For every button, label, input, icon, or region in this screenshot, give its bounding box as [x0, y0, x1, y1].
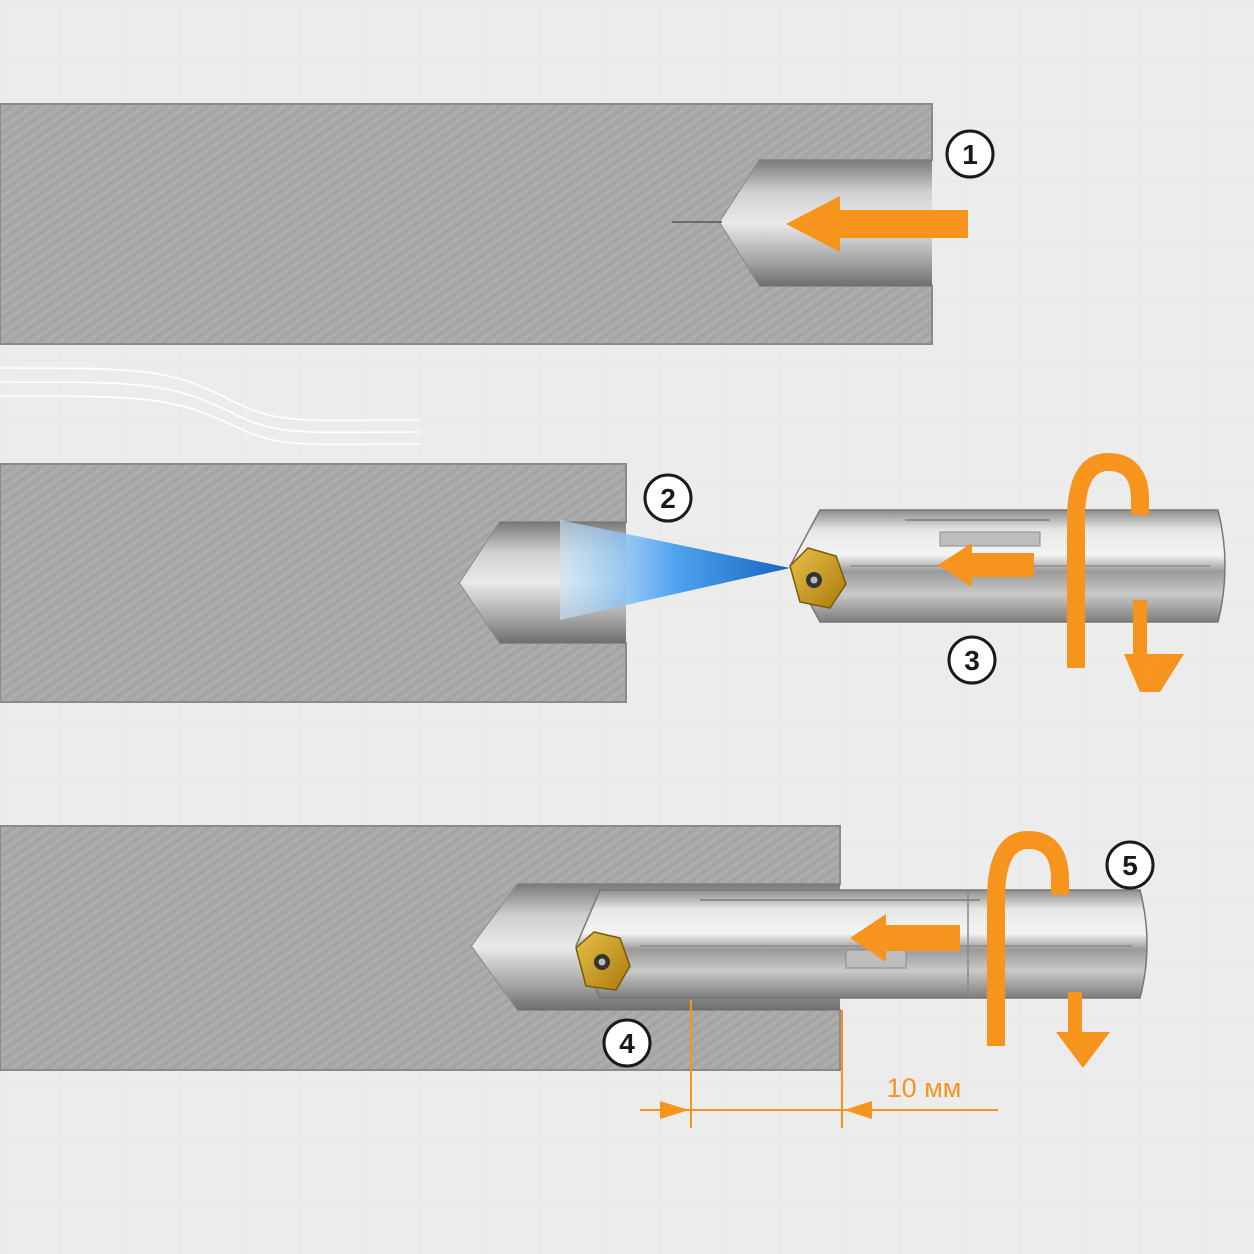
step-badge-5: 5: [1105, 840, 1155, 890]
step-number-1: 1: [962, 139, 978, 170]
dimension-label: 10 мм: [887, 1073, 962, 1103]
step-badge-4: 4: [602, 1018, 652, 1068]
step-badge-3: 3: [947, 635, 997, 685]
step-number-3: 3: [964, 645, 980, 676]
feed-arrow-3: [850, 914, 960, 962]
step-number-2: 2: [660, 483, 676, 514]
cutting-insert-2: [789, 547, 847, 609]
decorative-lines: [0, 367, 421, 446]
feed-arrow-2: [938, 543, 1034, 587]
rotation-arrow-3: [987, 830, 1110, 1068]
workpiece-2: [0, 463, 627, 703]
step-badge-2: 2: [643, 473, 693, 523]
step-number-4: 4: [619, 1028, 635, 1059]
dimension-arrow-left: [660, 1101, 689, 1119]
rotation-arrow-2: [1067, 452, 1184, 692]
coolant-jet: [560, 520, 790, 620]
feed-arrow-1: [786, 196, 968, 252]
dimension-annotation: [640, 1000, 998, 1128]
dimension-arrow-right: [844, 1101, 872, 1119]
step-number-5: 5: [1122, 850, 1138, 881]
cutting-insert-3: [575, 931, 631, 991]
step-badge-1: 1: [945, 129, 995, 179]
